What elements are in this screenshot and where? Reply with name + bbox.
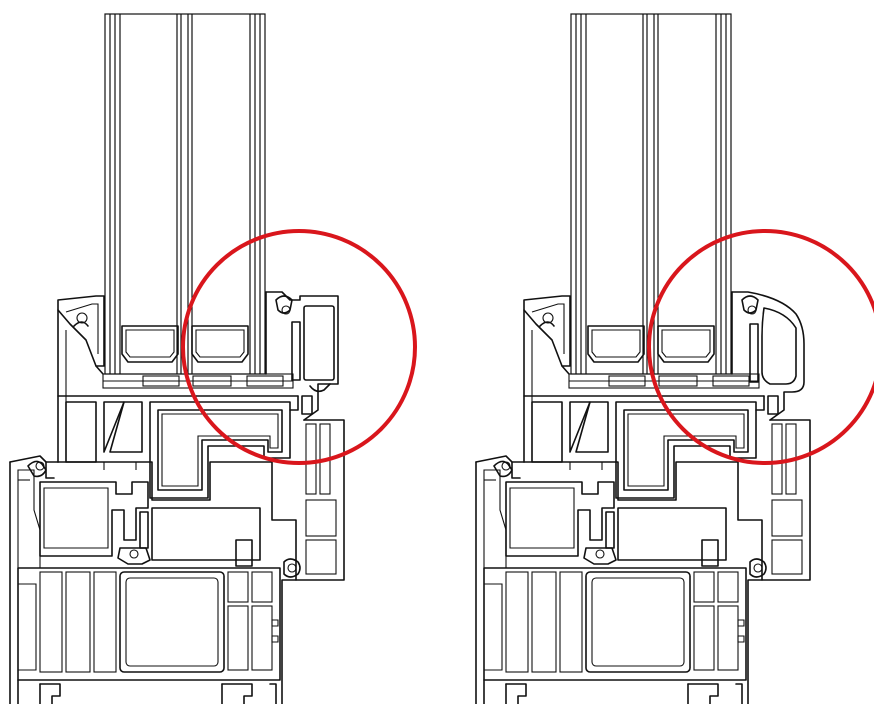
highlight-circle-left xyxy=(181,229,417,465)
sash-square-detail xyxy=(265,291,339,421)
profile-left xyxy=(9,13,417,704)
highlight-circle-right xyxy=(647,229,874,465)
profile-right-body xyxy=(475,13,811,704)
sash-rounded-detail xyxy=(731,291,805,421)
profile-right xyxy=(475,13,874,704)
profile-left-body xyxy=(9,13,345,704)
